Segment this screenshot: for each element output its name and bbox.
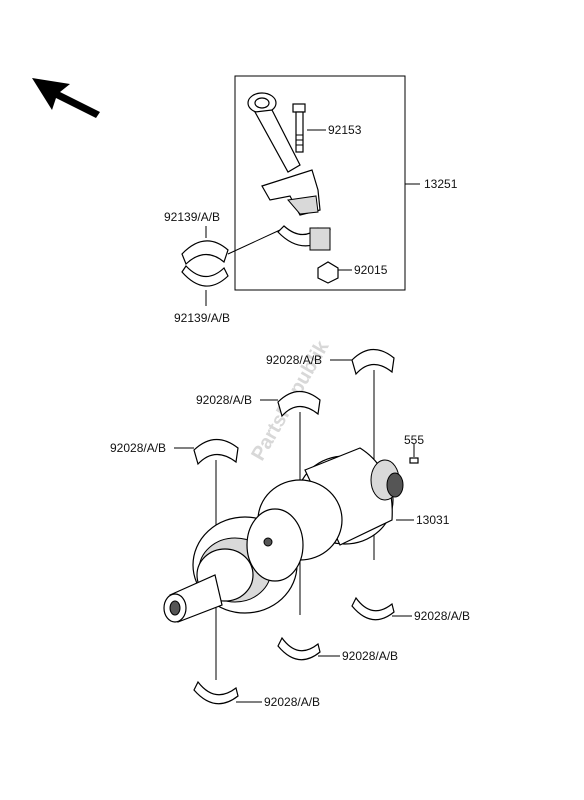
- label-92028-bottom-mid: 92028/A/B: [342, 649, 398, 663]
- label-13031: 13031: [416, 513, 450, 527]
- label-92028-top-mid: 92028/A/B: [196, 393, 252, 407]
- label-555: 555: [404, 433, 424, 447]
- label-13251: 13251: [424, 177, 458, 191]
- label-92028-bottom-right: 92028/A/B: [414, 609, 470, 623]
- label-92028-top-right: 92028/A/B: [266, 353, 322, 367]
- main-bearing-top-right: [351, 348, 395, 376]
- conrod-bearing-upper: [181, 240, 229, 266]
- connecting-rod: [247, 92, 321, 216]
- label-92015: 92015: [354, 263, 388, 277]
- main-bearing-bottom-right: [351, 596, 395, 621]
- conrod-nut: [317, 261, 339, 284]
- main-bearing-bottom-mid: [277, 636, 321, 661]
- direction-arrow-icon: [32, 78, 100, 118]
- label-92028-top-left: 92028/A/B: [110, 441, 166, 455]
- label-92028-bottom-left: 92028/A/B: [264, 695, 320, 709]
- main-bearing-top-left: [193, 438, 239, 466]
- conrod-cap: [277, 225, 331, 251]
- conrod-assembly-box: [234, 75, 406, 291]
- label-92139-upper: 92139/A/B: [164, 210, 220, 224]
- conrod-bolt: [292, 103, 306, 153]
- main-bearing-top-mid: [277, 390, 321, 418]
- label-92153: 92153: [328, 123, 362, 137]
- crankshaft: [163, 447, 404, 623]
- woodruff-key: [409, 457, 419, 464]
- label-92139-lower: 92139/A/B: [174, 311, 230, 325]
- conrod-bearing-lower: [181, 265, 229, 287]
- main-bearing-bottom-left: [193, 680, 239, 705]
